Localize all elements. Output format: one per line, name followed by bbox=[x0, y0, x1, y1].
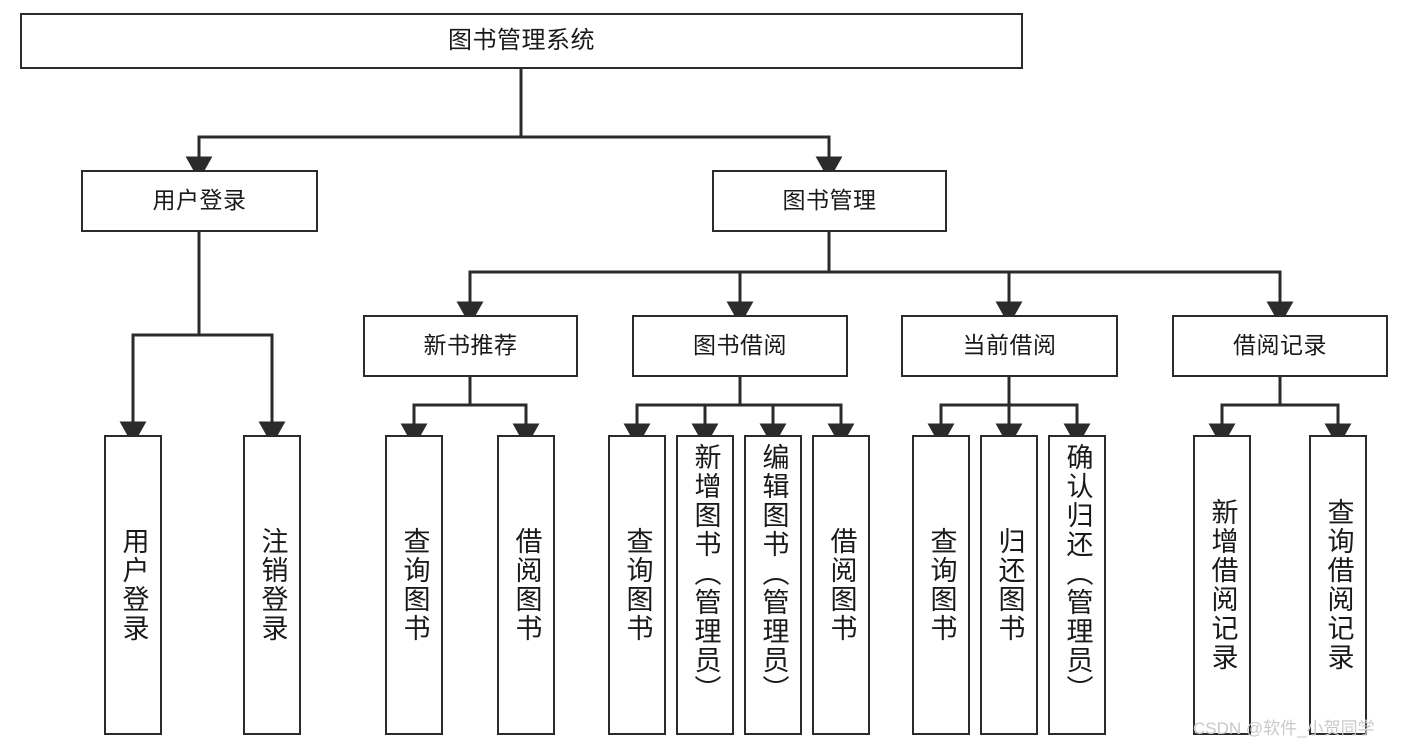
node-new-book-recommend-label: 新书推荐 bbox=[423, 332, 518, 359]
leaf-borrow-book-2[interactable]: 借阅图书 bbox=[812, 435, 870, 735]
leaf-borrow-book-1-label: 借阅图书 bbox=[511, 527, 542, 643]
node-book-manage[interactable]: 图书管理 bbox=[712, 170, 947, 232]
node-book-borrow[interactable]: 图书借阅 bbox=[632, 315, 848, 377]
leaf-query-book-2-label: 查询图书 bbox=[622, 527, 653, 643]
leaf-query-book-2[interactable]: 查询图书 bbox=[608, 435, 666, 735]
leaf-query-record-label: 查询借阅记录 bbox=[1323, 498, 1354, 672]
node-book-manage-label: 图书管理 bbox=[782, 187, 877, 214]
leaf-user-login[interactable]: 用户登录 bbox=[104, 435, 162, 735]
leaf-query-book-3[interactable]: 查询图书 bbox=[912, 435, 970, 735]
node-book-borrow-label: 图书借阅 bbox=[693, 332, 787, 359]
leaf-borrow-book-1[interactable]: 借阅图书 bbox=[497, 435, 555, 735]
leaf-return-book[interactable]: 归还图书 bbox=[980, 435, 1038, 735]
leaf-add-record-label: 新增借阅记录 bbox=[1207, 498, 1238, 672]
node-current-borrow-label: 当前借阅 bbox=[962, 332, 1057, 359]
node-current-borrow[interactable]: 当前借阅 bbox=[901, 315, 1118, 377]
leaf-borrow-book-2-label: 借阅图书 bbox=[826, 527, 857, 643]
leaf-return-book-label: 归还图书 bbox=[994, 527, 1025, 643]
leaf-user-login-label: 用户登录 bbox=[118, 527, 149, 643]
node-root-label: 图书管理系统 bbox=[448, 26, 595, 54]
node-borrow-record-label: 借阅记录 bbox=[1233, 332, 1327, 359]
leaf-add-book-label: 新增图书（管理员） bbox=[690, 443, 721, 704]
node-new-book-recommend[interactable]: 新书推荐 bbox=[363, 315, 578, 377]
leaf-user-logout-label: 注销登录 bbox=[257, 527, 288, 643]
leaf-query-book-3-label: 查询图书 bbox=[926, 527, 957, 643]
leaf-add-record[interactable]: 新增借阅记录 bbox=[1193, 435, 1251, 735]
node-user-login-label: 用户登录 bbox=[152, 187, 247, 214]
node-borrow-record[interactable]: 借阅记录 bbox=[1172, 315, 1388, 377]
leaf-user-logout[interactable]: 注销登录 bbox=[243, 435, 301, 735]
leaf-confirm-return-label: 确认归还（管理员） bbox=[1062, 443, 1093, 704]
leaf-add-book[interactable]: 新增图书（管理员） bbox=[676, 435, 734, 735]
leaf-query-book-1[interactable]: 查询图书 bbox=[385, 435, 443, 735]
node-root[interactable]: 图书管理系统 bbox=[20, 13, 1023, 69]
leaf-edit-book[interactable]: 编辑图书（管理员） bbox=[744, 435, 802, 735]
leaf-confirm-return[interactable]: 确认归还（管理员） bbox=[1048, 435, 1106, 735]
leaf-edit-book-label: 编辑图书（管理员） bbox=[758, 443, 789, 704]
leaf-query-book-1-label: 查询图书 bbox=[399, 527, 430, 643]
node-user-login[interactable]: 用户登录 bbox=[81, 170, 318, 232]
leaf-query-record[interactable]: 查询借阅记录 bbox=[1309, 435, 1367, 735]
